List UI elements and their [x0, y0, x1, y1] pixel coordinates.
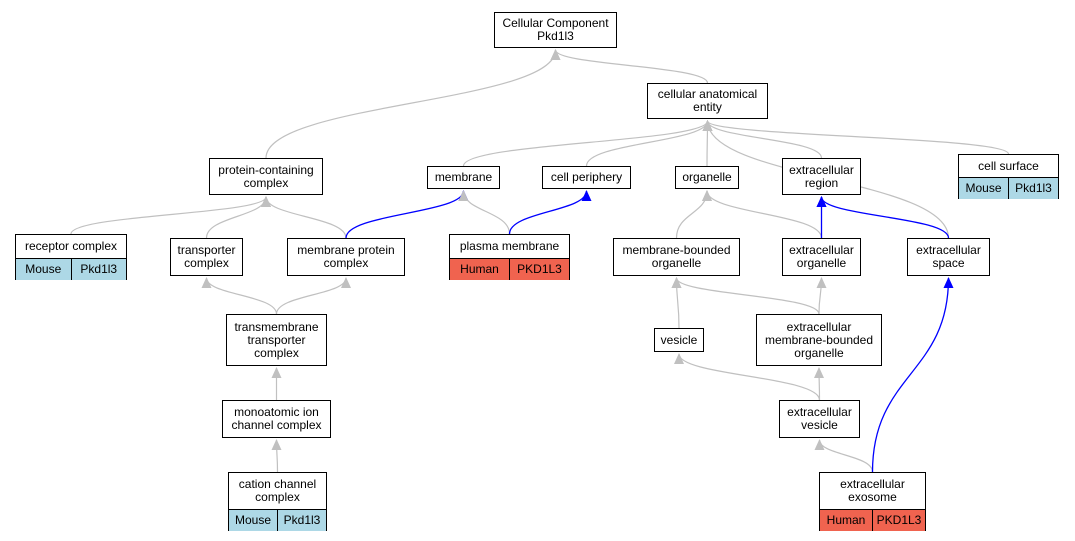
node-cell-periphery[interactable]: cell periphery: [542, 166, 631, 189]
edge-cell-surface-to-cellular-anatomical-entity: [702, 120, 1010, 155]
node-extracellular-region[interactable]: extracellular region: [782, 158, 861, 195]
edge-extracellular-organelle-to-organelle: [702, 190, 823, 239]
node-cation-channel-complex[interactable]: cation channel complex Mouse Pkd1l3: [228, 472, 327, 531]
node-transporter-complex[interactable]: transporter complex: [170, 238, 243, 276]
organism-tag: Mouse: [229, 510, 277, 531]
node-protein-containing-complex[interactable]: protein-containing complex: [209, 158, 323, 195]
node-cellular-component[interactable]: Cellular Component Pkd1l3: [494, 12, 617, 48]
node-membrane[interactable]: membrane: [427, 166, 500, 189]
edge-extracellular-space-to-extracellular-region: [816, 196, 950, 239]
node-membrane-protein-complex[interactable]: membrane protein complex: [287, 238, 405, 276]
node-label: transmembrane transporter complex: [234, 319, 319, 360]
edge-extracellular-membrane-bounded-organelle-to-extracellular-organelle: [816, 277, 827, 315]
node-label: extracellular space: [916, 243, 981, 270]
node-label: plasma membrane: [459, 239, 560, 253]
node-receptor-complex[interactable]: receptor complex Mouse Pkd1l3: [15, 234, 127, 280]
organism-tag: Human: [820, 510, 872, 531]
edge-cation-channel-complex-to-monoatomic-ion-channel-complex: [271, 439, 282, 473]
annotation-tags: Mouse Pkd1l3: [959, 177, 1058, 199]
edge-receptor-complex-to-protein-containing-complex: [70, 196, 271, 235]
node-label: monoatomic ion channel complex: [231, 405, 322, 432]
organism-tag: Mouse: [959, 178, 1008, 199]
node-label: Cellular Component Pkd1l3: [502, 16, 609, 43]
node-membrane-bounded-organelle[interactable]: membrane-bounded organelle: [613, 238, 740, 276]
node-label: cell periphery: [550, 170, 623, 184]
edge-membrane-bounded-organelle-to-organelle: [675, 190, 712, 239]
edge-cell-periphery-to-cellular-anatomical-entity: [585, 120, 713, 167]
node-monoatomic-ion-channel-complex[interactable]: monoatomic ion channel complex: [222, 400, 331, 438]
node-plasma-membrane[interactable]: plasma membrane Human PKD1L3: [449, 234, 570, 280]
node-label: extracellular organelle: [789, 243, 854, 270]
gene-tag: PKD1L3: [509, 259, 569, 280]
gene-tag: Pkd1l3: [1008, 178, 1058, 199]
node-label: receptor complex: [24, 239, 118, 253]
node-label: extracellular membrane-bounded organelle: [764, 319, 874, 360]
edge-plasma-membrane-to-cell-periphery: [508, 190, 592, 235]
gene-tag: Pkd1l3: [277, 510, 326, 531]
node-label: transporter complex: [177, 243, 236, 270]
edge-protein-containing-complex-to-root: [265, 49, 561, 159]
organism-tag: Mouse: [16, 259, 71, 280]
edge-extracellular-exosome-to-extracellular-vesicle: [814, 439, 874, 473]
annotation-tags: Mouse Pkd1l3: [16, 258, 126, 280]
annotation-tags: Human PKD1L3: [450, 258, 569, 280]
node-label: membrane: [434, 170, 493, 184]
node-label: cation channel complex: [238, 477, 317, 504]
node-cellular-anatomical-entity[interactable]: cellular anatomical entity: [647, 83, 768, 119]
edge-vesicle-to-membrane-bounded-organelle: [671, 277, 682, 329]
node-extracellular-exosome[interactable]: extracellular exosome Human PKD1L3: [819, 472, 926, 531]
gene-tag: Pkd1l3: [70, 259, 126, 280]
node-label: protein-containing complex: [218, 162, 314, 190]
node-organelle[interactable]: organelle: [675, 166, 739, 189]
annotation-tags: Mouse Pkd1l3: [229, 509, 326, 531]
edge-membrane-protein-complex-to-membrane: [345, 190, 469, 239]
edge-plasma-membrane-to-membrane: [458, 190, 511, 235]
node-extracellular-organelle[interactable]: extracellular organelle: [782, 238, 861, 276]
edge-cellular-anatomical-entity-to-root: [550, 49, 709, 84]
edge-organelle-to-cellular-anatomical-entity: [702, 120, 713, 167]
node-label: extracellular vesicle: [787, 405, 852, 432]
edge-extracellular-membrane-bounded-organelle-to-membrane-bounded-organelle: [671, 277, 820, 315]
edge-membrane-to-cellular-anatomical-entity: [462, 120, 713, 167]
edge-extracellular-exosome-to-extracellular-space: [871, 277, 954, 473]
node-extracellular-space[interactable]: extracellular space: [907, 238, 990, 276]
node-label: membrane protein complex: [297, 243, 395, 270]
node-transmembrane-transporter-complex[interactable]: transmembrane transporter complex: [226, 314, 327, 366]
edge-transmembrane-transporter-complex-to-membrane-protein-complex: [275, 277, 351, 315]
node-cell-surface[interactable]: cell surface Mouse Pkd1l3: [958, 154, 1059, 199]
node-label: extracellular region: [789, 162, 854, 190]
node-label: cell surface: [978, 158, 1039, 173]
node-label: vesicle: [660, 332, 698, 347]
edge-membrane-protein-complex-to-protein-containing-complex: [261, 196, 347, 239]
node-label: organelle: [682, 170, 732, 184]
node-extracellular-membrane-bounded-organelle[interactable]: extracellular membrane-bounded organelle: [756, 314, 882, 366]
node-label: extracellular exosome: [840, 477, 905, 504]
node-label: cellular anatomical entity: [657, 87, 758, 114]
edge-transmembrane-transporter-complex-to-transporter-complex: [201, 277, 278, 315]
node-label: membrane-bounded organelle: [622, 243, 731, 270]
edge-extracellular-vesicle-to-extracellular-membrane-bounded-organelle: [814, 367, 825, 401]
edge-extracellular-vesicle-to-vesicle: [674, 353, 821, 401]
organism-tag: Human: [450, 259, 509, 280]
node-extracellular-vesicle[interactable]: extracellular vesicle: [779, 400, 860, 438]
annotation-tags: Human PKD1L3: [820, 509, 925, 531]
gene-tag: PKD1L3: [872, 510, 925, 531]
node-vesicle[interactable]: vesicle: [654, 328, 704, 352]
